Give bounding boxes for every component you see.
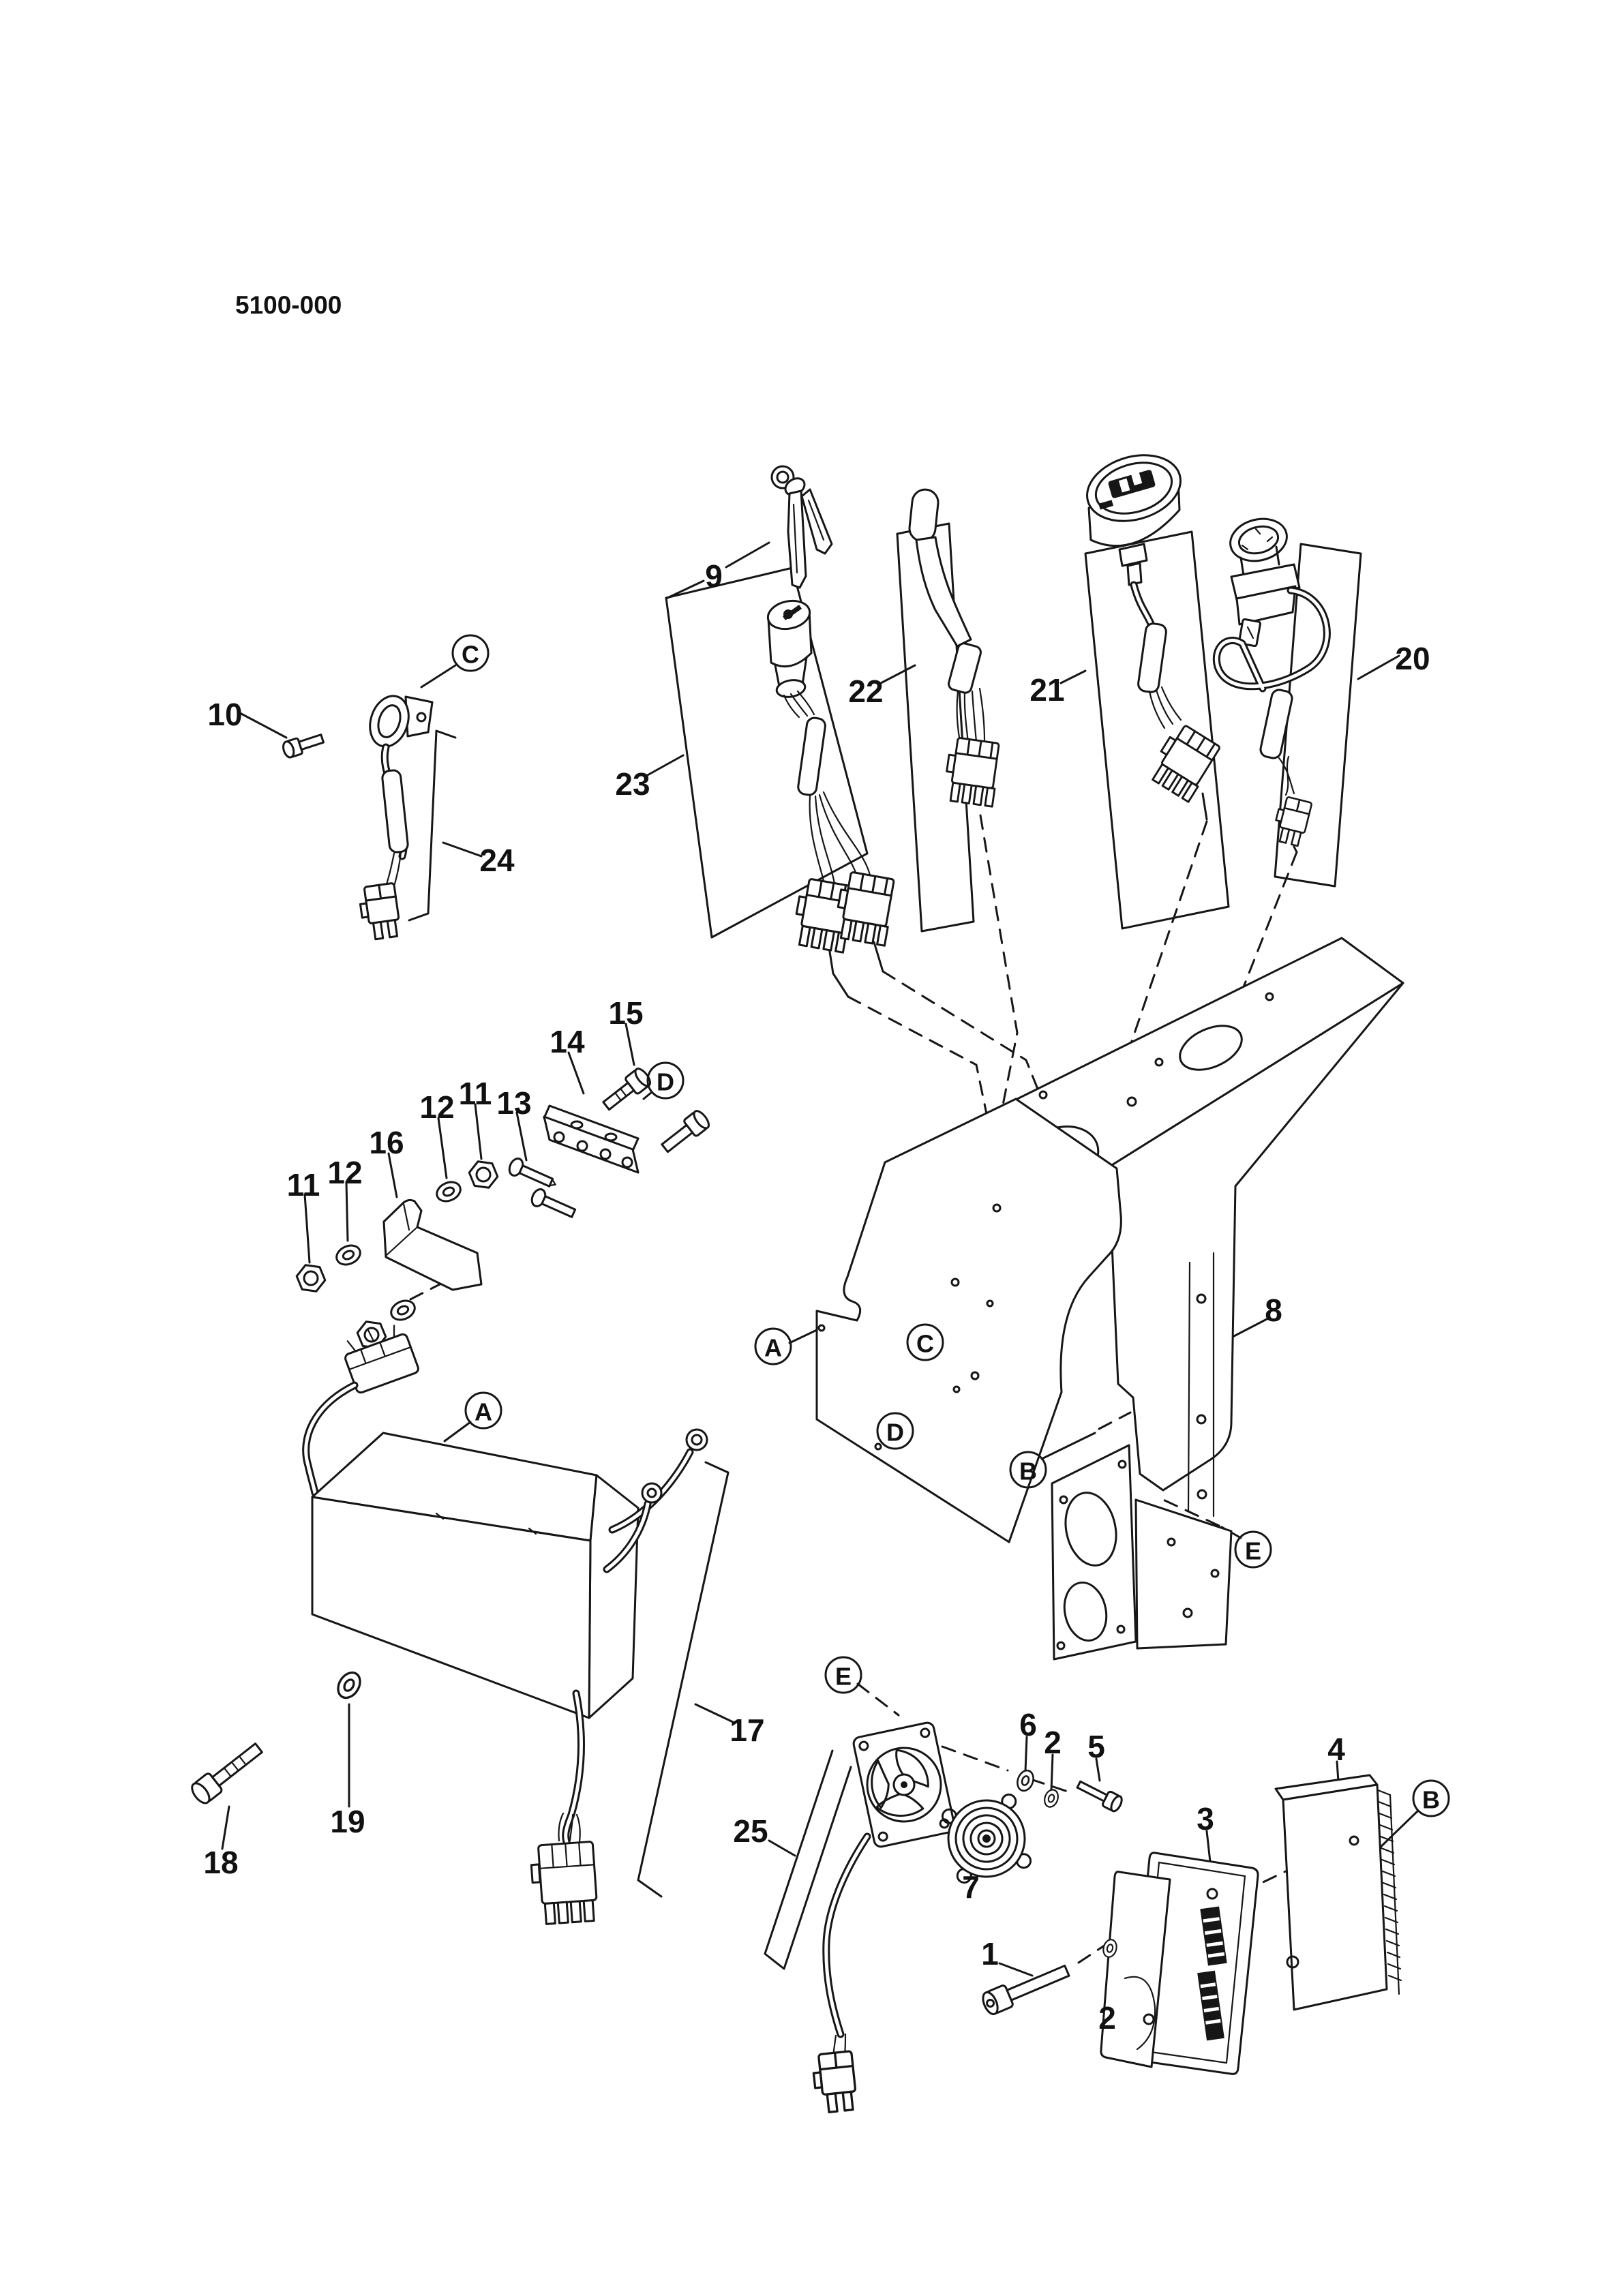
svg-text:C: C	[916, 1330, 934, 1358]
hardware-cluster	[294, 1068, 710, 1350]
label-part-19: 19	[330, 1804, 365, 1839]
part-23-key-switch	[766, 599, 897, 954]
part-8-bracket	[815, 937, 1404, 1661]
label-part-21: 21	[1029, 672, 1064, 708]
letter-callouts: C D A C D B E A E B	[451, 634, 1450, 1817]
connector	[942, 736, 1002, 808]
part-3-controller	[1100, 1852, 1259, 2075]
callout-a-bracket: A	[754, 1327, 792, 1365]
label-part-12b: 12	[327, 1155, 362, 1190]
svg-text:D: D	[886, 1419, 904, 1447]
callout-d-bracket: D	[876, 1412, 914, 1450]
label-part-12a: 12	[419, 1089, 454, 1125]
part-1-bolt	[982, 1964, 1070, 2016]
washer-12c	[387, 1296, 419, 1325]
part-2-washer-a	[1041, 1787, 1062, 1810]
svg-text:C: C	[462, 641, 479, 669]
label-part-9: 9	[705, 558, 723, 594]
label-part-16: 16	[369, 1125, 404, 1160]
bolt-15a	[602, 1068, 651, 1111]
page-title: 5100-000	[235, 291, 342, 319]
part-21-hour-meter	[1086, 454, 1223, 803]
svg-text:E: E	[835, 1663, 852, 1691]
part-9-keys	[770, 465, 833, 589]
label-part-22: 22	[848, 674, 883, 709]
svg-text:D: D	[657, 1068, 674, 1096]
svg-text:E: E	[1245, 1537, 1261, 1565]
connector	[832, 869, 897, 947]
part-24-sensor-cable	[357, 695, 434, 942]
box-part-25	[764, 1749, 852, 1970]
label-part-8: 8	[1265, 1293, 1282, 1328]
part-20-push-switch	[1212, 517, 1331, 848]
nut-11a	[466, 1159, 500, 1190]
part-19-washer	[332, 1667, 366, 1704]
label-part-4: 4	[1327, 1732, 1345, 1767]
label-part-20: 20	[1395, 641, 1430, 676]
bolt-15b	[661, 1110, 710, 1153]
screw-13a	[508, 1158, 557, 1188]
part-17-battery-box	[302, 1325, 708, 1925]
label-part-7: 7	[962, 1869, 980, 1905]
nut-11b	[294, 1263, 328, 1294]
label-part-15: 15	[608, 995, 643, 1031]
part-22-lever-switch	[908, 488, 1002, 808]
label-part-11a: 11	[459, 1076, 492, 1111]
svg-text:B: B	[1422, 1786, 1440, 1814]
box-part-23	[665, 567, 869, 939]
callout-c-bracket: C	[906, 1323, 944, 1361]
part-25-fan	[810, 1721, 956, 2115]
label-part-10: 10	[207, 697, 242, 732]
svg-text:B: B	[1019, 1457, 1037, 1485]
label-part-24: 24	[479, 843, 515, 878]
label-part-17: 17	[730, 1712, 764, 1748]
svg-text:A: A	[475, 1398, 492, 1426]
label-part-23: 23	[615, 766, 650, 802]
label-part-2b: 2	[1098, 2000, 1116, 2036]
callout-a-battery: A	[464, 1391, 502, 1430]
callout-e-fan: E	[824, 1656, 862, 1694]
part-6-washer	[1014, 1767, 1037, 1794]
callout-d-hardware: D	[646, 1061, 685, 1100]
label-part-11b: 11	[287, 1167, 320, 1203]
battery-connector	[530, 1841, 598, 1925]
callout-e-bracket: E	[1234, 1530, 1272, 1569]
label-part-2a: 2	[1044, 1725, 1062, 1760]
part-4-heat-sink	[1274, 1774, 1402, 2011]
block-14	[543, 1104, 640, 1174]
callout-b-heatsink: B	[1412, 1779, 1450, 1817]
label-part-5: 5	[1087, 1729, 1105, 1764]
ring-terminal	[685, 1428, 708, 1451]
part-7-fan-guard	[941, 1793, 1032, 1884]
svg-text:A: A	[764, 1334, 782, 1362]
label-part-18: 18	[203, 1845, 238, 1880]
callout-c-sensor: C	[451, 634, 490, 672]
label-part-6: 6	[1019, 1707, 1037, 1742]
connector	[357, 881, 402, 942]
box-part-24	[408, 729, 457, 922]
washer-12b	[332, 1241, 365, 1269]
bracket-base-plate	[1134, 1498, 1233, 1650]
part-5-bolt	[1076, 1780, 1123, 1813]
box-part-17	[637, 1461, 730, 1898]
screw-13b	[530, 1188, 577, 1218]
ring-terminal	[641, 1482, 663, 1504]
label-part-1: 1	[981, 1936, 999, 1972]
label-part-14: 14	[550, 1024, 585, 1059]
bracket-right-panel	[1107, 982, 1404, 1492]
label-part-3: 3	[1197, 1801, 1214, 1837]
connector	[810, 2050, 859, 2115]
bracket-front-panel	[815, 1098, 1122, 1543]
part-number-labels: 9 23 22 21 20 10 24 15 14 13 11 12 16 12…	[203, 558, 1430, 2036]
washer-12a	[432, 1177, 465, 1206]
callout-b-bracket: B	[1009, 1451, 1047, 1489]
box-part-21	[1084, 530, 1230, 930]
part-10-bolt	[282, 734, 325, 759]
label-part-13: 13	[496, 1085, 531, 1121]
part-18-bolt	[191, 1742, 263, 1804]
label-part-25: 25	[733, 1813, 768, 1849]
power-plug	[344, 1325, 419, 1394]
